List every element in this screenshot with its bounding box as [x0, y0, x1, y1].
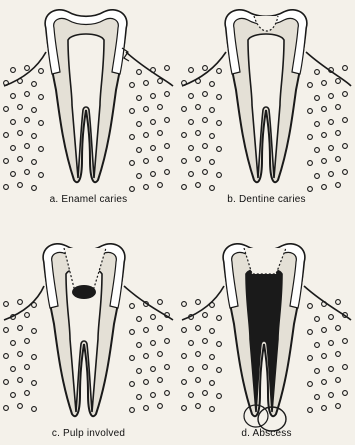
panel-abscess: d. Abscess: [178, 222, 355, 444]
caption-c: c. Pulp involved: [0, 428, 177, 439]
caption-d: d. Abscess: [178, 428, 355, 439]
tooth-illustration-b: [178, 0, 355, 222]
tooth-illustration-c: [0, 222, 177, 444]
caption-a: a. Enamel caries: [0, 194, 177, 205]
panel-dentine-caries: b. Dentine caries: [178, 0, 355, 222]
panel-pulp-involved: c. Pulp involved: [0, 222, 177, 444]
panel-enamel-caries: a. Enamel caries: [0, 0, 177, 222]
tooth-illustration-a: [0, 0, 177, 222]
caption-b: b. Dentine caries: [178, 194, 355, 205]
tooth-illustration-d: [178, 222, 355, 444]
